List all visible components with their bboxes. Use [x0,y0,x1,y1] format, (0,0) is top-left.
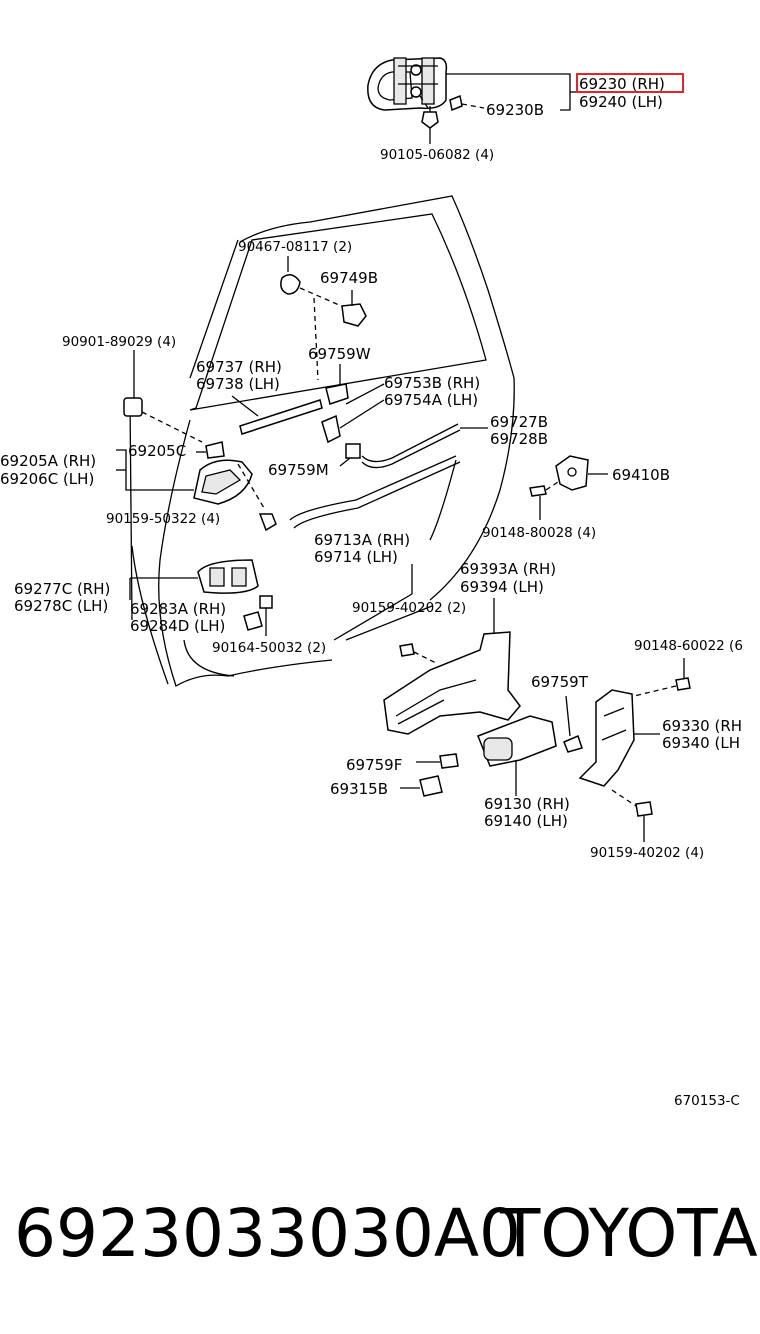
label-69714-lh[interactable]: 69714 (LH) [314,548,398,566]
label-69713a-rh[interactable]: 69713A (RH) [314,531,410,549]
label-69759t[interactable]: 69759T [531,673,589,691]
bracket-69393a[interactable] [383,598,521,735]
label-diagram-code: 670153-C [674,1093,740,1109]
clip-90467[interactable] [280,256,301,295]
label-69230-rh[interactable]: 69230 (RH) [579,75,665,93]
screw-90148-80028[interactable] [529,481,559,520]
outside-handle-assembly[interactable] [367,57,448,111]
label-69283a-rh[interactable]: 69283A (RH) [130,600,226,618]
screw-90159-50322[interactable] [258,513,277,532]
label-69759w[interactable]: 69759W [308,345,371,363]
handle-bezel-69277c[interactable] [197,559,259,594]
label-90901-89029[interactable]: 90901-89029 (4) [62,334,176,350]
screw-90164[interactable] [259,595,273,636]
label-69728b[interactable]: 69728B [490,430,548,448]
label-90148-60022[interactable]: 90148-60022 (6 [634,638,743,654]
label-69278c-lh[interactable]: 69278C (LH) [14,597,108,615]
label-69130-rh[interactable]: 69130 (RH) [484,795,570,813]
cap-69283a[interactable] [243,611,263,631]
label-90148-80028[interactable]: 90148-80028 (4) [482,525,596,541]
screw-90148-60022[interactable] [633,658,691,697]
label-69206c-lh[interactable]: 69206C (LH) [0,470,94,488]
clip-69759f[interactable] [416,753,459,769]
clip-69749b[interactable] [341,290,367,327]
door-frame [129,195,515,687]
clip-90901[interactable] [123,350,203,443]
bracket-69410b[interactable] [555,455,608,491]
label-69759f[interactable]: 69759F [346,756,402,774]
label-69230b[interactable]: 69230B [486,101,544,119]
label-69727b[interactable]: 69727B [490,413,548,431]
footer-part-number: 6923033030A0 [14,1195,521,1272]
clip-69759m[interactable] [339,443,361,467]
highlight-box-69230 [576,73,684,93]
clip-69759w[interactable] [325,364,349,405]
switch-69315b[interactable] [400,775,443,797]
label-90105-06082[interactable]: 90105-06082 (4) [380,147,494,163]
label-69140-lh[interactable]: 69140 (LH) [484,812,568,830]
label-69330-rh[interactable]: 69330 (RH [662,717,742,735]
door-lock-69330[interactable] [578,689,660,787]
label-69394-lh[interactable]: 69394 (LH) [460,578,544,596]
screw-69230b[interactable] [449,94,485,112]
label-69205a-rh[interactable]: 69205A (RH) [0,452,96,470]
clip-69759t[interactable] [563,695,583,753]
label-69277c-rh[interactable]: 69277C (RH) [14,580,110,598]
label-69240-lh[interactable]: 69240 (LH) [579,93,663,111]
label-69410b[interactable]: 69410B [612,466,670,484]
lock-actuator-69130[interactable] [477,715,557,796]
screw-90159-40202-4[interactable] [611,789,653,842]
label-69737-rh[interactable]: 69737 (RH) [196,358,282,376]
label-69393a-rh[interactable]: 69393A (RH) [460,560,556,578]
label-69754a-lh[interactable]: 69754A (LH) [384,391,478,409]
label-69749b[interactable]: 69749B [320,269,378,287]
clip-69753b[interactable] [321,383,385,444]
label-90164-50032[interactable]: 90164-50032 (2) [212,640,326,656]
label-90159-40202-2[interactable]: 90159-40202 (2) [352,600,466,616]
label-69738-lh[interactable]: 69738 (LH) [196,375,280,393]
rod-69727b[interactable] [361,423,488,469]
screw-90159-40202[interactable] [399,643,439,665]
label-69759m[interactable]: 69759M [268,461,329,479]
label-69753b-rh[interactable]: 69753B (RH) [384,374,480,392]
label-90159-50322[interactable]: 90159-50322 (4) [106,511,220,527]
bolt-90105[interactable] [419,95,439,144]
label-69205c[interactable]: 69205C [128,442,186,460]
label-69340-lh[interactable]: 69340 (LH [662,734,740,752]
label-69284d-lh[interactable]: 69284D (LH) [130,617,225,635]
knob-69205c[interactable] [196,441,225,459]
label-90159-40202-4[interactable]: 90159-40202 (4) [590,845,704,861]
rod-69737[interactable] [231,395,323,435]
inside-handle-69205a[interactable] [193,459,265,509]
footer-brand: TOYOTA [499,1195,758,1272]
label-69315b[interactable]: 69315B [330,780,388,798]
rod-69713a[interactable] [289,455,461,541]
label-90467-08117[interactable]: 90467-08117 (2) [238,239,352,255]
